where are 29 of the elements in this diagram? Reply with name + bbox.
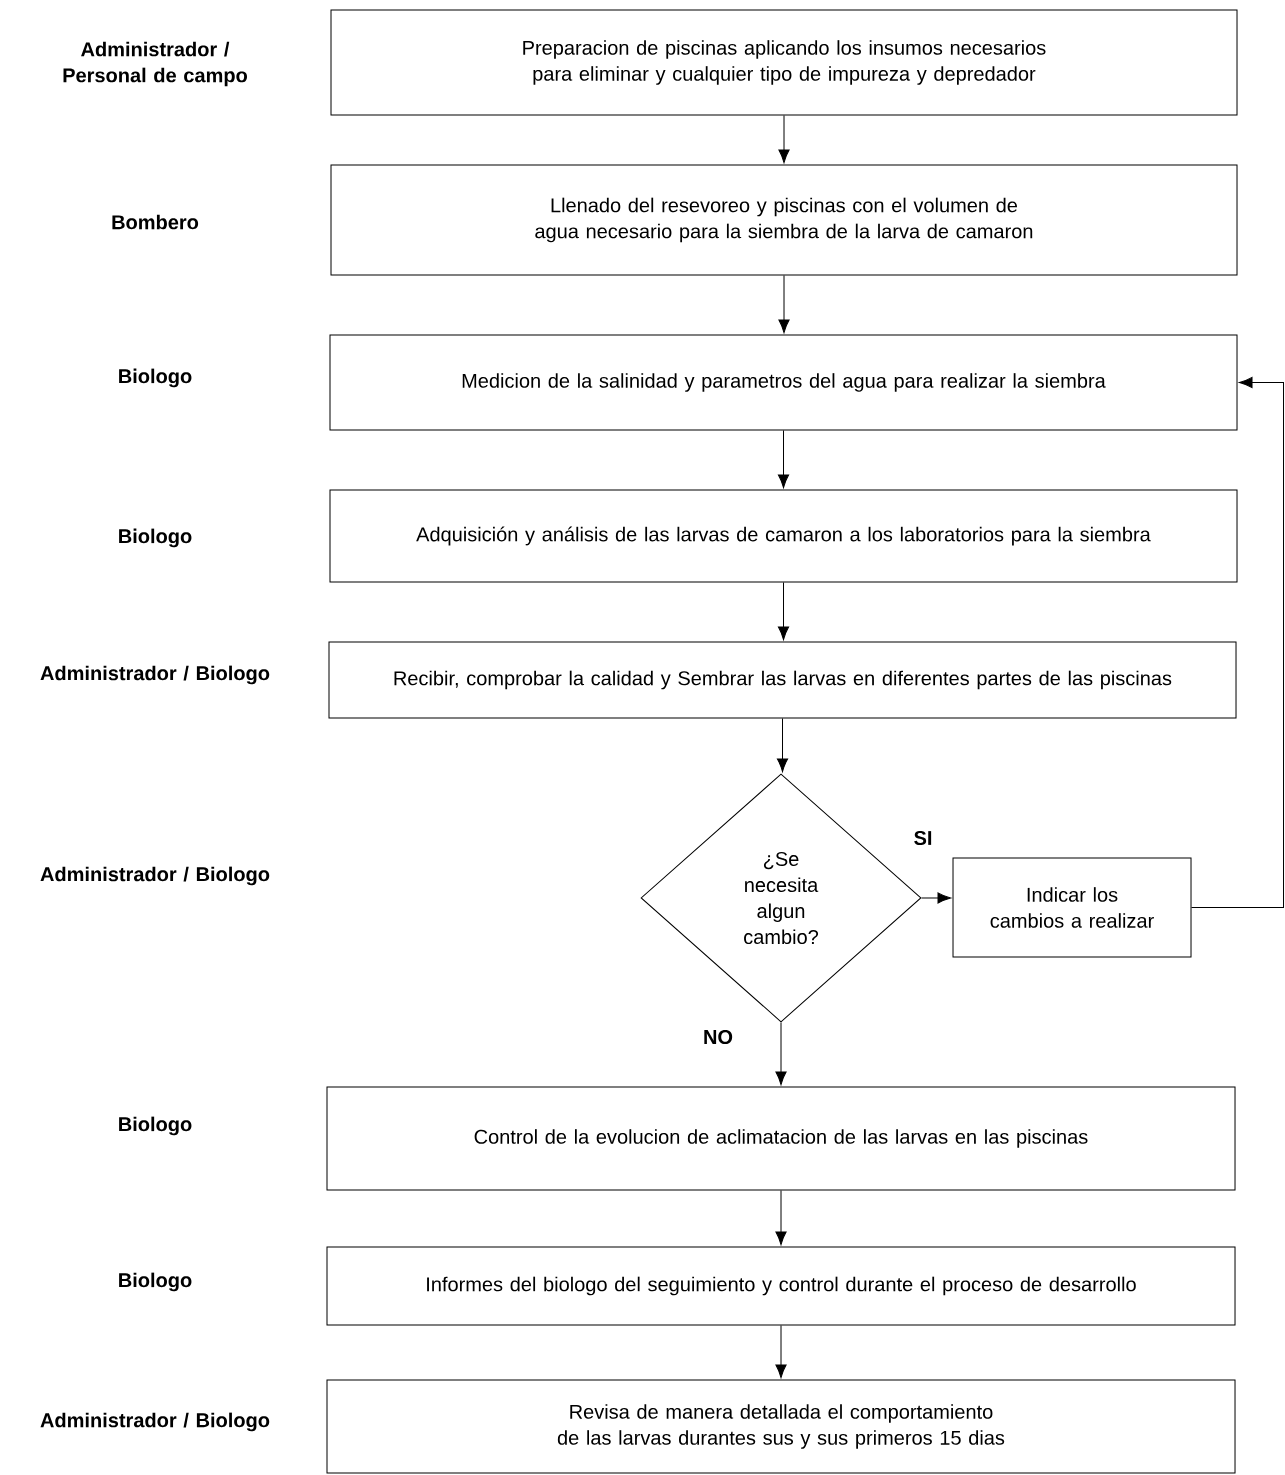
- process-box: Indicar los cambios a realizar: [952, 857, 1192, 958]
- role-label: Biologo: [119, 1272, 192, 1292]
- process-box: Llenado del resevoreo y piscinas con el volumen de agua necesario para la siembra de la larva de camaron: [330, 164, 1238, 276]
- arrow: [775, 1325, 787, 1379]
- role-label: Bombero: [112, 214, 199, 230]
- edge-label: NO: [702, 1028, 734, 1046]
- arrow: [778, 275, 790, 334]
- role-label: Administrador / Personal de campo: [63, 41, 247, 87]
- process-box: Control de la evolucion de aclimatacion de las larvas en las piscinas: [326, 1086, 1236, 1191]
- process-box: Recibir, comprobar la calidad y Sembrar las larvas en diferentes partes de las piscinas: [328, 641, 1237, 719]
- process-box: Adquisición y análisis de las larvas de camaron a los laboratorios para la siembra: [329, 489, 1238, 583]
- arrow: [775, 1190, 787, 1246]
- role-label: Biologo: [119, 368, 192, 388]
- process-box: Preparacion de piscinas aplicando los insumos necesarios para eliminar y cualquier tipo de impureza y depredador: [330, 9, 1238, 116]
- arrow: [778, 115, 790, 164]
- process-box: Revisa de manera detallada el comportamiento de las larvas durantes sus y sus primeros 15 dias: [326, 1379, 1236, 1474]
- process-box: Medicion de la salinidad y parametros del agua para realizar la siembra: [329, 334, 1238, 431]
- role-label: Biologo: [119, 528, 192, 548]
- arrow: [921, 892, 952, 904]
- arrow: [775, 1022, 787, 1086]
- process-box: Informes del biologo del seguimiento y control durante el proceso de desarrollo: [326, 1246, 1236, 1326]
- arrow: [777, 430, 790, 489]
- role-label: Administrador / Biologo: [40, 665, 270, 685]
- arrow: [777, 582, 790, 641]
- arrow: [1191, 376, 1284, 908]
- role-label: Biologo: [119, 1116, 192, 1136]
- role-label: Administrador / Biologo: [40, 1412, 270, 1432]
- arrow: [776, 718, 789, 773]
- role-label: Administrador / Biologo: [40, 866, 270, 886]
